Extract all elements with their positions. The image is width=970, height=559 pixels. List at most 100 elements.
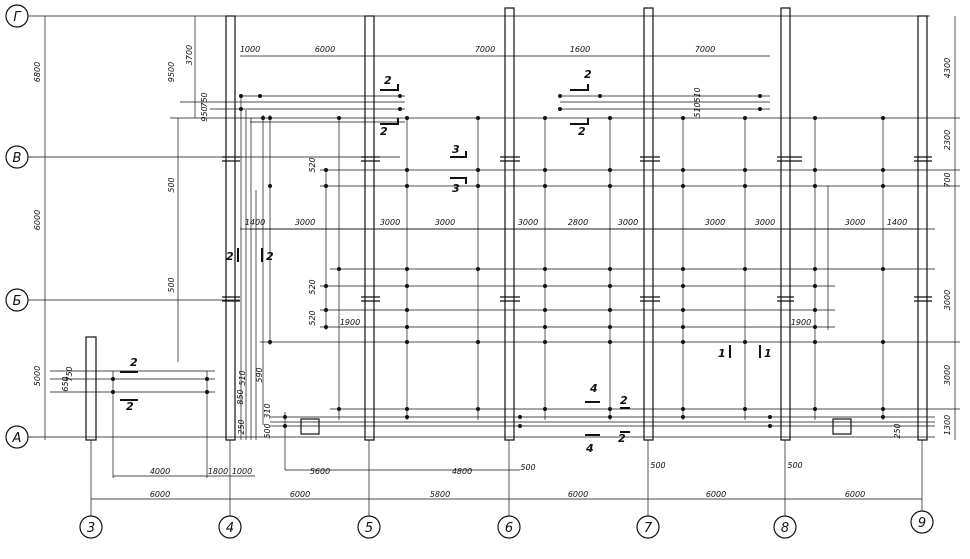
column-frame-5[interactable] bbox=[364, 15, 375, 441]
section-mark-2-bot-b: 2 bbox=[578, 125, 586, 138]
frame-columns bbox=[85, 7, 928, 441]
dim-top-1000: 1000 bbox=[240, 45, 260, 54]
axis-marker-3[interactable]: 3 bbox=[79, 515, 103, 539]
section-mark-labels: 2 2 2 2 3 3 2 2 2 2 1 1 4 4 2 2 bbox=[126, 68, 772, 455]
dim-bottom-span-4: 6000 bbox=[568, 490, 588, 499]
column-flanges bbox=[222, 156, 932, 302]
pit-box-right[interactable] bbox=[832, 418, 852, 435]
axis-label-8: 8 bbox=[781, 521, 789, 536]
dim-small-520-a: 520 bbox=[308, 157, 317, 172]
section-mark-2-right-bot: 2 bbox=[618, 432, 626, 445]
dim-small-590: 590 bbox=[255, 367, 264, 382]
column-axis-markers: 3 4 5 6 7 8 9 bbox=[79, 510, 934, 539]
section-mark-2-right-top: 2 bbox=[620, 394, 628, 407]
axis-label-b: Б bbox=[13, 294, 22, 309]
column-frame-3[interactable] bbox=[85, 336, 97, 441]
axis-label-5: 5 bbox=[365, 521, 373, 536]
axis-marker-6[interactable]: 6 bbox=[497, 515, 521, 539]
dim-right-3000-a: 3000 bbox=[943, 290, 952, 310]
section-mark-4-top: 4 bbox=[589, 382, 598, 395]
section-mark-2-top-b: 2 bbox=[584, 68, 592, 81]
dim-mid-3000-3: 3000 bbox=[435, 218, 455, 227]
dim-bottom-span-1: 6000 bbox=[150, 490, 170, 499]
dimension-labels: 6000 6000 5800 6000 6000 6000 4000 1800 … bbox=[33, 45, 952, 499]
dim-small-850: 850 bbox=[236, 389, 245, 404]
column-frame-6[interactable] bbox=[504, 7, 515, 441]
dim-bottom-inner-1000: 1000 bbox=[232, 467, 252, 476]
dim-small-250-b: 250 bbox=[893, 423, 902, 438]
axis-marker-v[interactable]: В bbox=[5, 145, 29, 169]
dim-mid-3000-1: 3000 bbox=[295, 218, 315, 227]
dim-small-510-b: 510 bbox=[693, 102, 702, 117]
dim-mid-2800: 2800 bbox=[568, 218, 588, 227]
section-mark-2-col4-b: 2 bbox=[266, 250, 274, 263]
axis-label-7: 7 bbox=[644, 521, 653, 536]
dimension-lines bbox=[44, 16, 956, 500]
dim-bottom-inner-500-a: 500 bbox=[520, 463, 535, 472]
dim-small-510-c: 510 bbox=[238, 370, 247, 385]
dim-mid-3000-4: 3000 bbox=[518, 218, 538, 227]
dim-left-5000: 5000 bbox=[33, 366, 42, 386]
dim-small-520-b: 520 bbox=[308, 279, 317, 294]
axis-marker-5[interactable]: 5 bbox=[357, 515, 381, 539]
dim-mid-3000-6: 3000 bbox=[705, 218, 725, 227]
dim-small-250: 250 bbox=[237, 419, 246, 434]
joint-dots bbox=[111, 94, 885, 428]
pit-box-left[interactable] bbox=[300, 418, 320, 435]
dim-small-1900-a: 1900 bbox=[340, 318, 360, 327]
dim-mid-3000-8: 3000 bbox=[845, 218, 865, 227]
dim-mid-1400-b: 1400 bbox=[887, 218, 907, 227]
axis-label-a: А bbox=[12, 431, 22, 446]
dim-small-750-b: 750 bbox=[65, 366, 74, 381]
axis-marker-b[interactable]: Б bbox=[5, 288, 29, 312]
column-frame-9[interactable] bbox=[917, 15, 928, 441]
section-markers bbox=[120, 84, 761, 436]
axis-label-v: В bbox=[13, 151, 22, 166]
dim-bottom-span-6: 6000 bbox=[845, 490, 865, 499]
dim-top-7000-a: 7000 bbox=[475, 45, 495, 54]
dim-bottom-span-2: 6000 bbox=[290, 490, 310, 499]
section-mark-3-bot: 3 bbox=[452, 182, 460, 195]
dim-right-700: 700 bbox=[943, 172, 952, 187]
row-axis-markers: Г В Б А bbox=[5, 4, 29, 449]
dim-bottom-inner-5600: 5600 bbox=[310, 467, 330, 476]
dim-bottom-span-5: 6000 bbox=[706, 490, 726, 499]
column-frame-7[interactable] bbox=[643, 7, 654, 441]
section-mark-2-top-a: 2 bbox=[384, 74, 392, 87]
dim-small-310: 310 bbox=[263, 403, 272, 418]
dim-small-950: 950 bbox=[200, 106, 209, 121]
dim-top-3700: 3700 bbox=[185, 45, 194, 65]
pit-boxes bbox=[300, 418, 852, 435]
section-mark-1-left: 1 bbox=[718, 347, 726, 360]
dim-right-4300: 4300 bbox=[943, 58, 952, 78]
dim-left-6000-a: 6000 bbox=[33, 210, 42, 230]
dim-bottom-span-3: 5800 bbox=[430, 490, 450, 499]
axis-marker-g[interactable]: Г bbox=[5, 4, 29, 28]
dim-left-6800: 6800 bbox=[33, 62, 42, 82]
dim-bottom-inner-500-c: 500 bbox=[787, 461, 802, 470]
section-mark-2-bot-a: 2 bbox=[380, 125, 388, 138]
dim-mid-3000-2: 3000 bbox=[380, 218, 400, 227]
column-frame-4[interactable] bbox=[225, 15, 236, 441]
dim-mid-3000-5: 3000 bbox=[618, 218, 638, 227]
section-mark-3-top: 3 bbox=[452, 143, 460, 156]
column-frame-8[interactable] bbox=[780, 7, 791, 441]
axis-marker-7[interactable]: 7 bbox=[636, 515, 660, 539]
axis-label-6: 6 bbox=[505, 521, 513, 536]
axis-marker-4[interactable]: 4 bbox=[218, 515, 242, 539]
dim-bottom-inner-4800: 4800 bbox=[452, 467, 472, 476]
section-mark-2-col4-a: 2 bbox=[226, 250, 234, 263]
axis-marker-9[interactable]: 9 bbox=[910, 510, 934, 534]
dim-right-2300: 2300 bbox=[943, 130, 952, 150]
dim-right-3000-b: 3000 bbox=[943, 365, 952, 385]
dim-mid-3000-7: 3000 bbox=[755, 218, 775, 227]
secondary-verticals bbox=[112, 95, 884, 478]
axis-marker-a[interactable]: А bbox=[5, 425, 29, 449]
dim-small-750: 750 bbox=[200, 92, 209, 107]
dim-small-1900-b: 1900 bbox=[791, 318, 811, 327]
dim-small-510-a: 510 bbox=[693, 87, 702, 102]
dim-right-1300: 1300 bbox=[943, 415, 952, 435]
axis-label-9: 9 bbox=[918, 516, 926, 531]
axis-marker-8[interactable]: 8 bbox=[773, 515, 797, 539]
